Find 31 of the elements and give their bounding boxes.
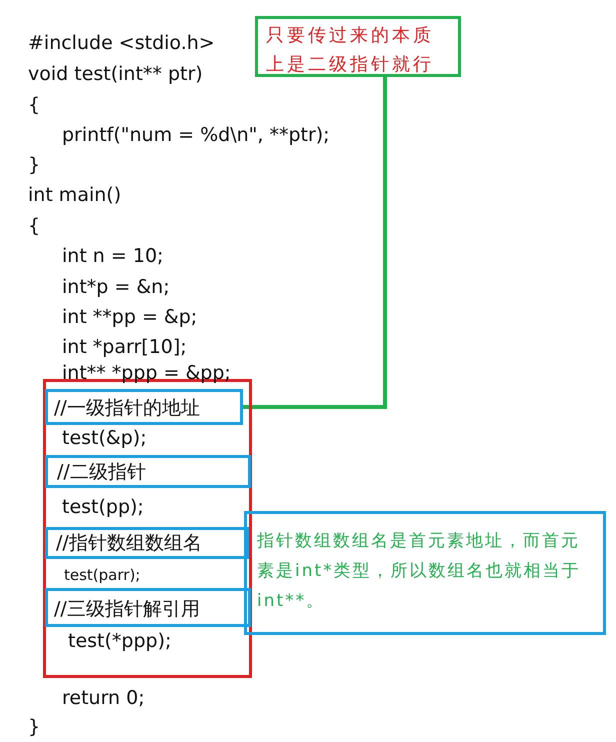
comment-box: [45, 389, 243, 425]
code-line: int **pp = &p;: [62, 305, 198, 329]
code-line: {: [28, 93, 40, 117]
note-text: 只要传过来的本质上是二级指针就行: [266, 24, 435, 77]
connector-line: [243, 77, 387, 409]
code-line: #include <stdio.h>: [28, 31, 215, 55]
code-line: int *parr[10];: [62, 335, 187, 359]
code-comment: //三级指针解引用: [54, 597, 201, 622]
code-comment: //指针数组数组名: [56, 531, 203, 556]
code-line: test(*ppp);: [68, 629, 172, 653]
code-line: int*p = &n;: [62, 275, 170, 299]
code-comment: //二级指针: [57, 460, 147, 485]
code-line: test(&p);: [62, 426, 147, 450]
code-line: void test(int** ptr): [28, 62, 203, 86]
code-line: }: [28, 715, 40, 739]
comment-box: [45, 527, 249, 559]
code-line: {: [28, 214, 40, 238]
note-box: [255, 16, 461, 77]
code-line: return 0;: [62, 686, 145, 710]
code-line: }: [28, 153, 40, 177]
code-line: int** *ppp = &pp;: [62, 361, 231, 385]
code-line: test(pp);: [62, 495, 144, 519]
code-line: int main(): [28, 183, 122, 207]
code-line: test(parr);: [64, 565, 140, 586]
comment-box: [45, 455, 251, 488]
code-line: printf("num = %d\n", **ptr);: [62, 123, 330, 147]
note-box: [244, 511, 606, 635]
code-comment: //一级指针的地址: [54, 396, 201, 421]
note-text: 指针数组数组名是首元素地址，而首元素是int*类型，所以数组名也就相当于int**。: [257, 530, 582, 613]
comment-box: [45, 588, 251, 627]
code-line: int n = 10;: [62, 244, 164, 268]
